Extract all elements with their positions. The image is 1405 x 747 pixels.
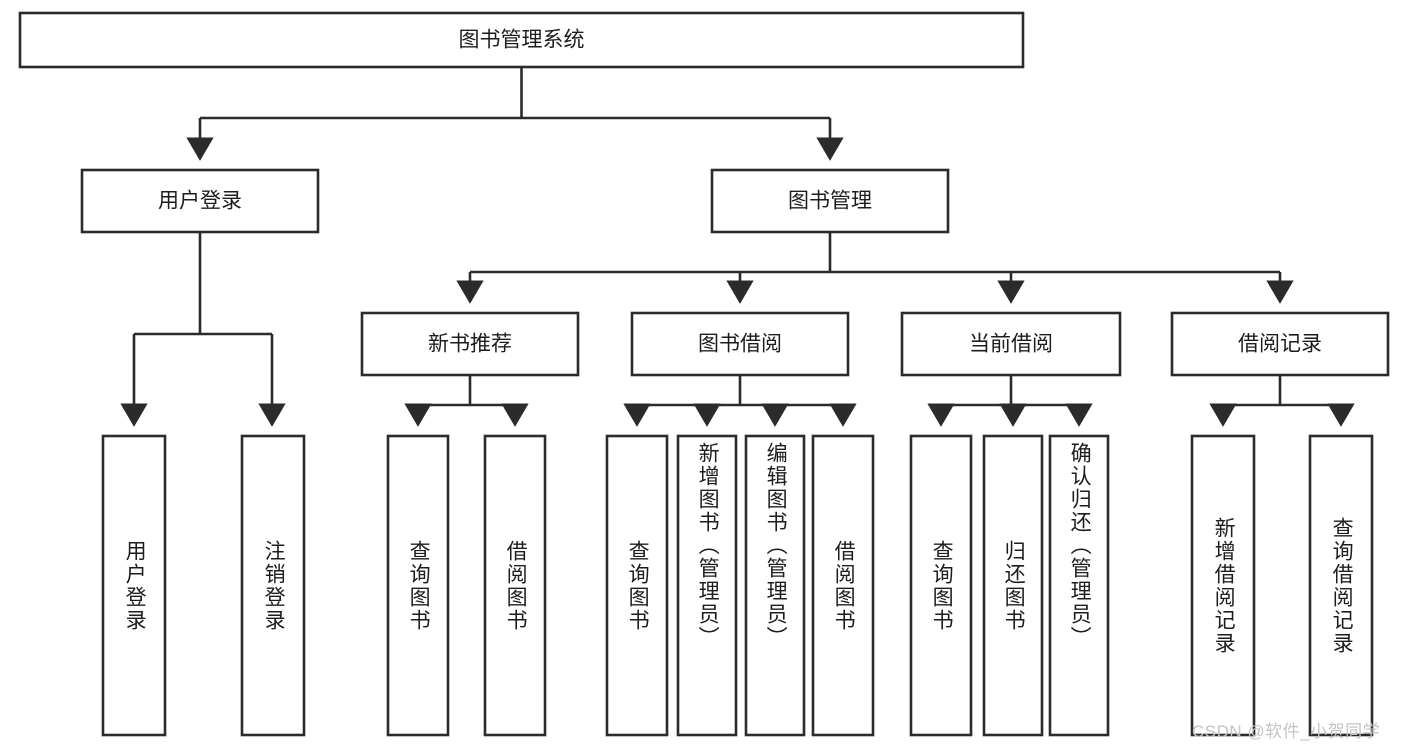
node-leaf-add-book-box[interactable] bbox=[676, 434, 738, 737]
node-user-login[interactable]: 用户登录 bbox=[80, 168, 320, 234]
node-root[interactable]: 图书管理系统 bbox=[18, 11, 1025, 69]
node-new-book-rec-label: 新书推荐 bbox=[428, 333, 512, 356]
node-leaf-query-record-box[interactable] bbox=[1308, 434, 1374, 737]
node-current-borrow[interactable]: 当前借阅 bbox=[900, 311, 1122, 377]
node-leaf-edit-book-box[interactable] bbox=[744, 434, 806, 737]
node-leaf-borrow-book-box[interactable] bbox=[811, 434, 875, 737]
node-root-label: 图书管理系统 bbox=[459, 29, 585, 52]
node-leaf-return-book-box[interactable] bbox=[982, 434, 1044, 737]
node-book-manage-box[interactable] bbox=[710, 168, 950, 234]
node-user-login-label: 用户登录 bbox=[158, 190, 242, 213]
node-current-borrow-box[interactable] bbox=[900, 311, 1122, 377]
node-new-book-rec[interactable]: 新书推荐 bbox=[360, 311, 580, 377]
node-borrow-record-label: 借阅记录 bbox=[1238, 333, 1322, 356]
node-current-borrow-label: 当前借阅 bbox=[969, 333, 1053, 356]
connector-layer bbox=[120, 67, 1355, 427]
node-leaf-confirm-return-box[interactable] bbox=[1048, 434, 1110, 737]
node-leaf-logout-box[interactable] bbox=[240, 434, 306, 737]
node-book-borrow-label: 图书借阅 bbox=[698, 333, 782, 356]
node-leaf-add-record-box[interactable] bbox=[1190, 434, 1256, 737]
node-book-manage[interactable]: 图书管理 bbox=[710, 168, 950, 234]
node-leaf-user-login-box[interactable] bbox=[101, 434, 167, 737]
node-book-borrow[interactable]: 图书借阅 bbox=[630, 311, 850, 377]
node-book-manage-label: 图书管理 bbox=[788, 190, 872, 213]
node-new-book-rec-box[interactable] bbox=[360, 311, 580, 377]
node-borrow-record[interactable]: 借阅记录 bbox=[1170, 311, 1390, 377]
node-leaf-query-book-rec-box[interactable] bbox=[386, 434, 450, 737]
node-root-box[interactable] bbox=[18, 11, 1025, 69]
node-book-borrow-box[interactable] bbox=[630, 311, 850, 377]
node-leaf-borrow-book-rec-box[interactable] bbox=[483, 434, 547, 737]
csdn-watermark: CSDN @软件_小贺同学 bbox=[1192, 722, 1381, 741]
node-borrow-record-box[interactable] bbox=[1170, 311, 1390, 377]
node-layer: 图书管理系统 用户登录 图书管理 新书推荐 图书借阅 bbox=[18, 11, 1390, 737]
node-leaf-query-book-cur-box[interactable] bbox=[909, 434, 973, 737]
node-leaf-query-book-box[interactable] bbox=[605, 434, 669, 737]
node-user-login-box[interactable] bbox=[80, 168, 320, 234]
